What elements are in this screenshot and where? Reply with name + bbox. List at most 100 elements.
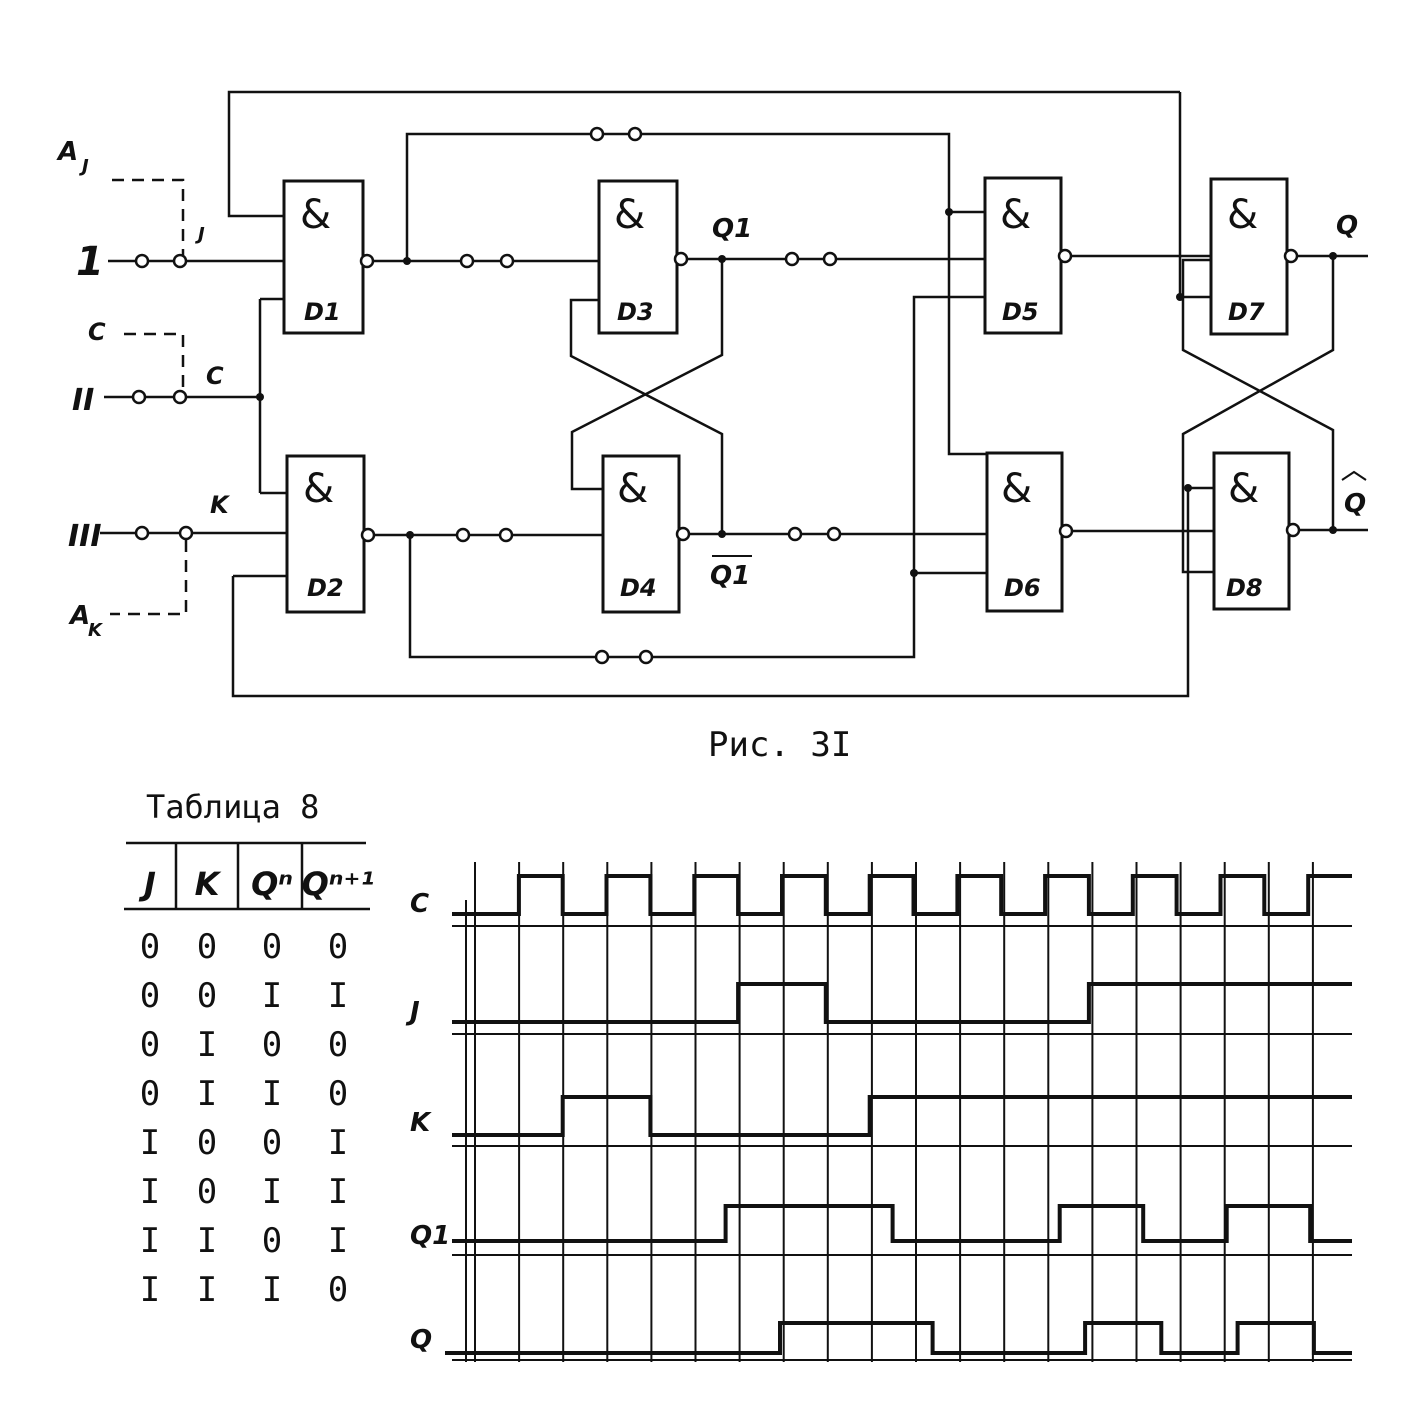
table-cell: I [262,1074,282,1114]
timing-grid [452,862,1352,1362]
table-cell: I [262,976,282,1016]
svg-text:K: K [88,620,104,641]
terminals [131,126,1301,665]
table-cell: I [197,1270,217,1310]
table-cell: 0 [197,1123,217,1163]
svg-text:&: & [614,192,645,238]
table-cell: 0 [140,1025,160,1065]
table-header-cell: K [195,865,222,903]
table-cell: 0 [262,1025,282,1065]
gate-d5: & D5 [983,176,1063,335]
q-label: Q [1336,211,1358,241]
table-title: Таблица 8 [146,788,319,826]
table-cell: I [197,1074,217,1114]
table-cell: 0 [197,976,217,1016]
aj-label: A [56,137,78,167]
table-cell: I [262,1270,282,1310]
svg-text:D2: D2 [307,574,344,602]
c-label: C [206,362,224,390]
table-cell: 0 [328,1270,348,1310]
table-cell: 0 [140,927,160,967]
table-cell: I [262,1172,282,1212]
svg-text:&: & [1227,192,1258,238]
q1-label: Q1 [712,214,752,244]
table-header-cell: Qⁿ [251,865,293,903]
table-cell: I [197,1221,217,1261]
signal-label: C [410,889,429,919]
gate-d4: & D4 [601,454,681,614]
waveform-q [445,1321,1352,1355]
svg-text:J: J [79,156,89,177]
table-cell: I [328,1221,348,1261]
table-cell: 0 [328,1074,348,1114]
c-dash-label: C [88,318,106,346]
timing-waveforms [445,874,1352,1355]
svg-text:&: & [1001,466,1032,512]
table-cell: 0 [328,1025,348,1065]
svg-text:&: & [303,466,334,512]
table-cell: 0 [140,1074,160,1114]
table-header-cell: Qⁿ⁺¹ [302,865,375,903]
q-bar-label: Q [1344,489,1366,519]
table-cell: 0 [328,927,348,967]
table-cell: I [197,1025,217,1065]
waveform-j [452,982,1352,1024]
k-label: K [210,491,231,519]
table-cell: 0 [262,927,282,967]
table-cell: I [140,1123,160,1163]
svg-text:&: & [1000,192,1031,238]
table-cell: 0 [197,927,217,967]
svg-text:D6: D6 [1004,574,1041,602]
j-label: J [195,224,205,245]
svg-text:D4: D4 [620,574,657,602]
signal-label: J [405,997,420,1027]
svg-text:D1: D1 [304,298,341,326]
q1-bar-label: Q1 [710,561,750,591]
table-cell: I [140,1270,160,1310]
gate-d1: & D1 [282,179,365,335]
table-cell: 0 [262,1123,282,1163]
svg-text:D7: D7 [1228,298,1265,326]
circuit-labels: A J 1 J C II C III K A K Q1 Q1 Q Q [56,137,1367,641]
gate-d6: & D6 [985,451,1064,613]
gate-d3: & D3 [597,179,679,335]
gate-d2: & D2 [285,454,366,614]
signal-label: K [410,1108,432,1138]
svg-text:D5: D5 [1002,298,1039,326]
svg-text:&: & [617,466,648,512]
svg-text:&: & [1228,466,1259,512]
svg-text:D8: D8 [1226,574,1263,602]
k-input-terminal: III [68,519,102,554]
table-cell: I [140,1172,160,1212]
gate-d7: & D7 [1209,177,1289,336]
circuit-diagram: & D1 & D2 & D3 & D4 & D5 & D6 [56,90,1368,698]
table-cell: 0 [197,1172,217,1212]
table-cell: I [328,976,348,1016]
c-input-terminal: II [72,383,94,418]
j-input-terminal: 1 [76,239,104,285]
svg-text:&: & [300,192,331,238]
figure-caption: Рис. 3I [708,725,851,765]
svg-text:D3: D3 [617,298,654,326]
table-header-cell: J [138,865,156,903]
table-cell: I [140,1221,160,1261]
signal-label: Q [410,1325,432,1355]
waveform-q1 [452,1204,1352,1243]
ak-label: A [68,601,90,631]
table-cell: I [328,1172,348,1212]
waveform-c [452,874,1352,916]
